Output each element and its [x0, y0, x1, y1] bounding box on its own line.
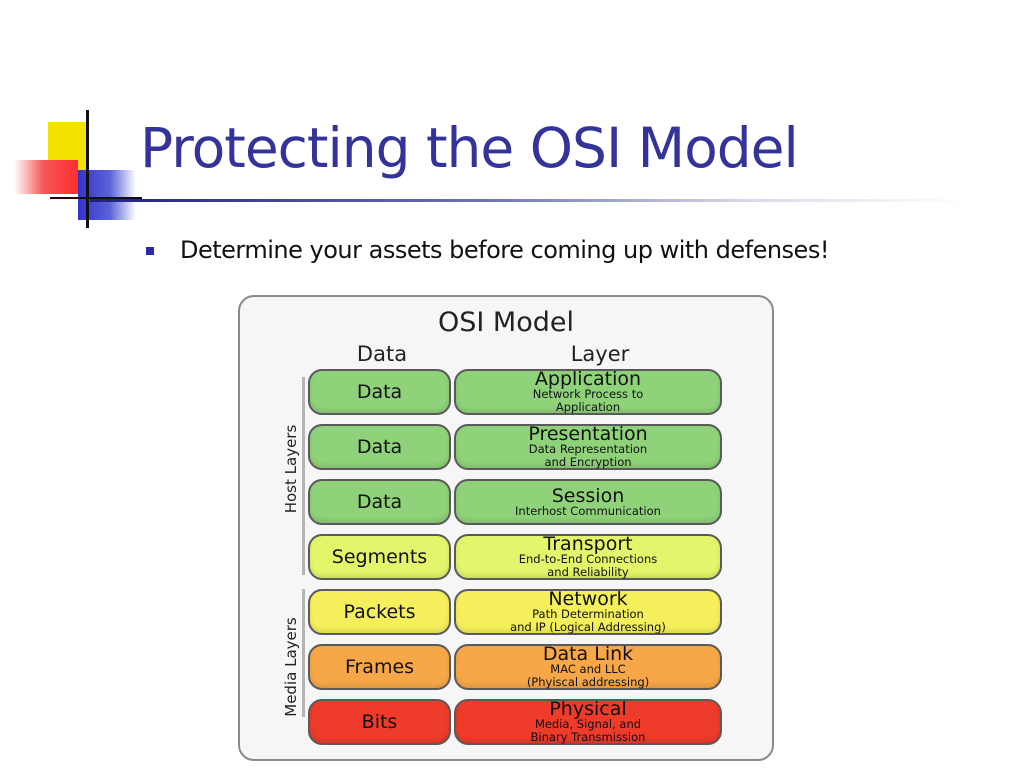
layer-description: Interhost Communication — [515, 503, 661, 518]
layer-name: Physical — [549, 698, 627, 720]
media-layers-label: Media Layers — [282, 617, 300, 717]
layer-row-network: Packets Network Path Determination and I… — [308, 589, 724, 635]
layer-row-application: Data Application Network Process to Appl… — [308, 369, 724, 415]
data-unit-label: Data — [356, 436, 403, 458]
host-layers-bracket — [302, 377, 305, 575]
layer-description: End-to-End Connections — [518, 552, 658, 566]
layer-description: (Phyiscal addressing) — [526, 675, 650, 689]
layer-description: Network Process to — [532, 387, 644, 401]
column-header-layer: Layer — [570, 342, 630, 366]
column-header-data: Data — [356, 342, 408, 366]
osi-model-diagram: OSI Model Data Layer Host Layers Media L… — [238, 295, 774, 761]
layer-name: Transport — [543, 533, 633, 555]
layer-description: and IP (Logical Addressing) — [510, 620, 666, 634]
layer-pill: Transport End-to-End Connections and Rel… — [454, 534, 722, 580]
logo-vertical-line — [86, 110, 89, 228]
media-layers-bracket — [302, 589, 305, 717]
host-layers-label: Host Layers — [282, 424, 300, 514]
layer-pill: Physical Media, Signal, and Binary Trans… — [454, 699, 722, 745]
data-unit-label: Data — [356, 381, 403, 403]
layer-description: and Reliability — [547, 565, 629, 579]
layer-description: Data Representation — [528, 442, 648, 456]
logo-horizontal-line — [50, 197, 142, 199]
data-unit-label: Packets — [343, 601, 416, 623]
data-unit-pill: Frames — [308, 644, 451, 690]
layer-pill: Session Interhost Communication — [454, 479, 722, 525]
title-underline — [90, 199, 970, 202]
layer-name: Session — [551, 484, 625, 507]
data-unit-pill: Bits — [308, 699, 451, 745]
data-unit-pill: Data — [308, 424, 451, 470]
data-unit-pill: Segments — [308, 534, 451, 580]
layer-row-session: Data Session Interhost Communication — [308, 479, 724, 525]
logo-red-bar — [14, 160, 78, 194]
data-unit-label: Data — [356, 491, 403, 513]
data-unit-label: Frames — [344, 656, 415, 678]
data-unit-pill: Data — [308, 479, 451, 525]
data-unit-label: Bits — [361, 711, 398, 733]
layer-pill: Network Path Determination and IP (Logic… — [454, 589, 722, 635]
layer-description: Binary Transmission — [530, 730, 646, 744]
layer-name: Application — [534, 368, 642, 390]
layer-description: Media, Signal, and — [534, 717, 642, 731]
layer-name: Presentation — [528, 423, 648, 445]
layer-description: Application — [555, 400, 621, 414]
layer-row-presentation: Data Presentation Data Representation an… — [308, 424, 724, 470]
layer-row-data-link: Frames Data Link MAC and LLC (Phyiscal a… — [308, 644, 724, 690]
layer-name: Data Link — [542, 643, 634, 665]
bullet-text: Determine your assets before coming up w… — [180, 236, 829, 264]
slide-title: Protecting the OSI Model — [140, 116, 799, 180]
layer-description: and Encryption — [544, 455, 632, 469]
layer-row-transport: Segments Transport End-to-End Connection… — [308, 534, 724, 580]
layer-description: MAC and LLC — [550, 662, 626, 676]
data-unit-pill: Data — [308, 369, 451, 415]
layer-pill: Data Link MAC and LLC (Phyiscal addressi… — [454, 644, 722, 690]
diagram-title: OSI Model — [437, 307, 574, 338]
data-unit-pill: Packets — [308, 589, 451, 635]
layer-description: Path Determination — [532, 607, 644, 621]
layer-pill: Application Network Process to Applicati… — [454, 369, 722, 415]
data-unit-label: Segments — [331, 546, 428, 568]
layer-pill: Presentation Data Representation and Enc… — [454, 424, 722, 470]
layer-name: Network — [548, 588, 628, 610]
bullet-square-icon — [146, 247, 154, 255]
layer-row-physical: Bits Physical Media, Signal, and Binary … — [308, 699, 724, 745]
